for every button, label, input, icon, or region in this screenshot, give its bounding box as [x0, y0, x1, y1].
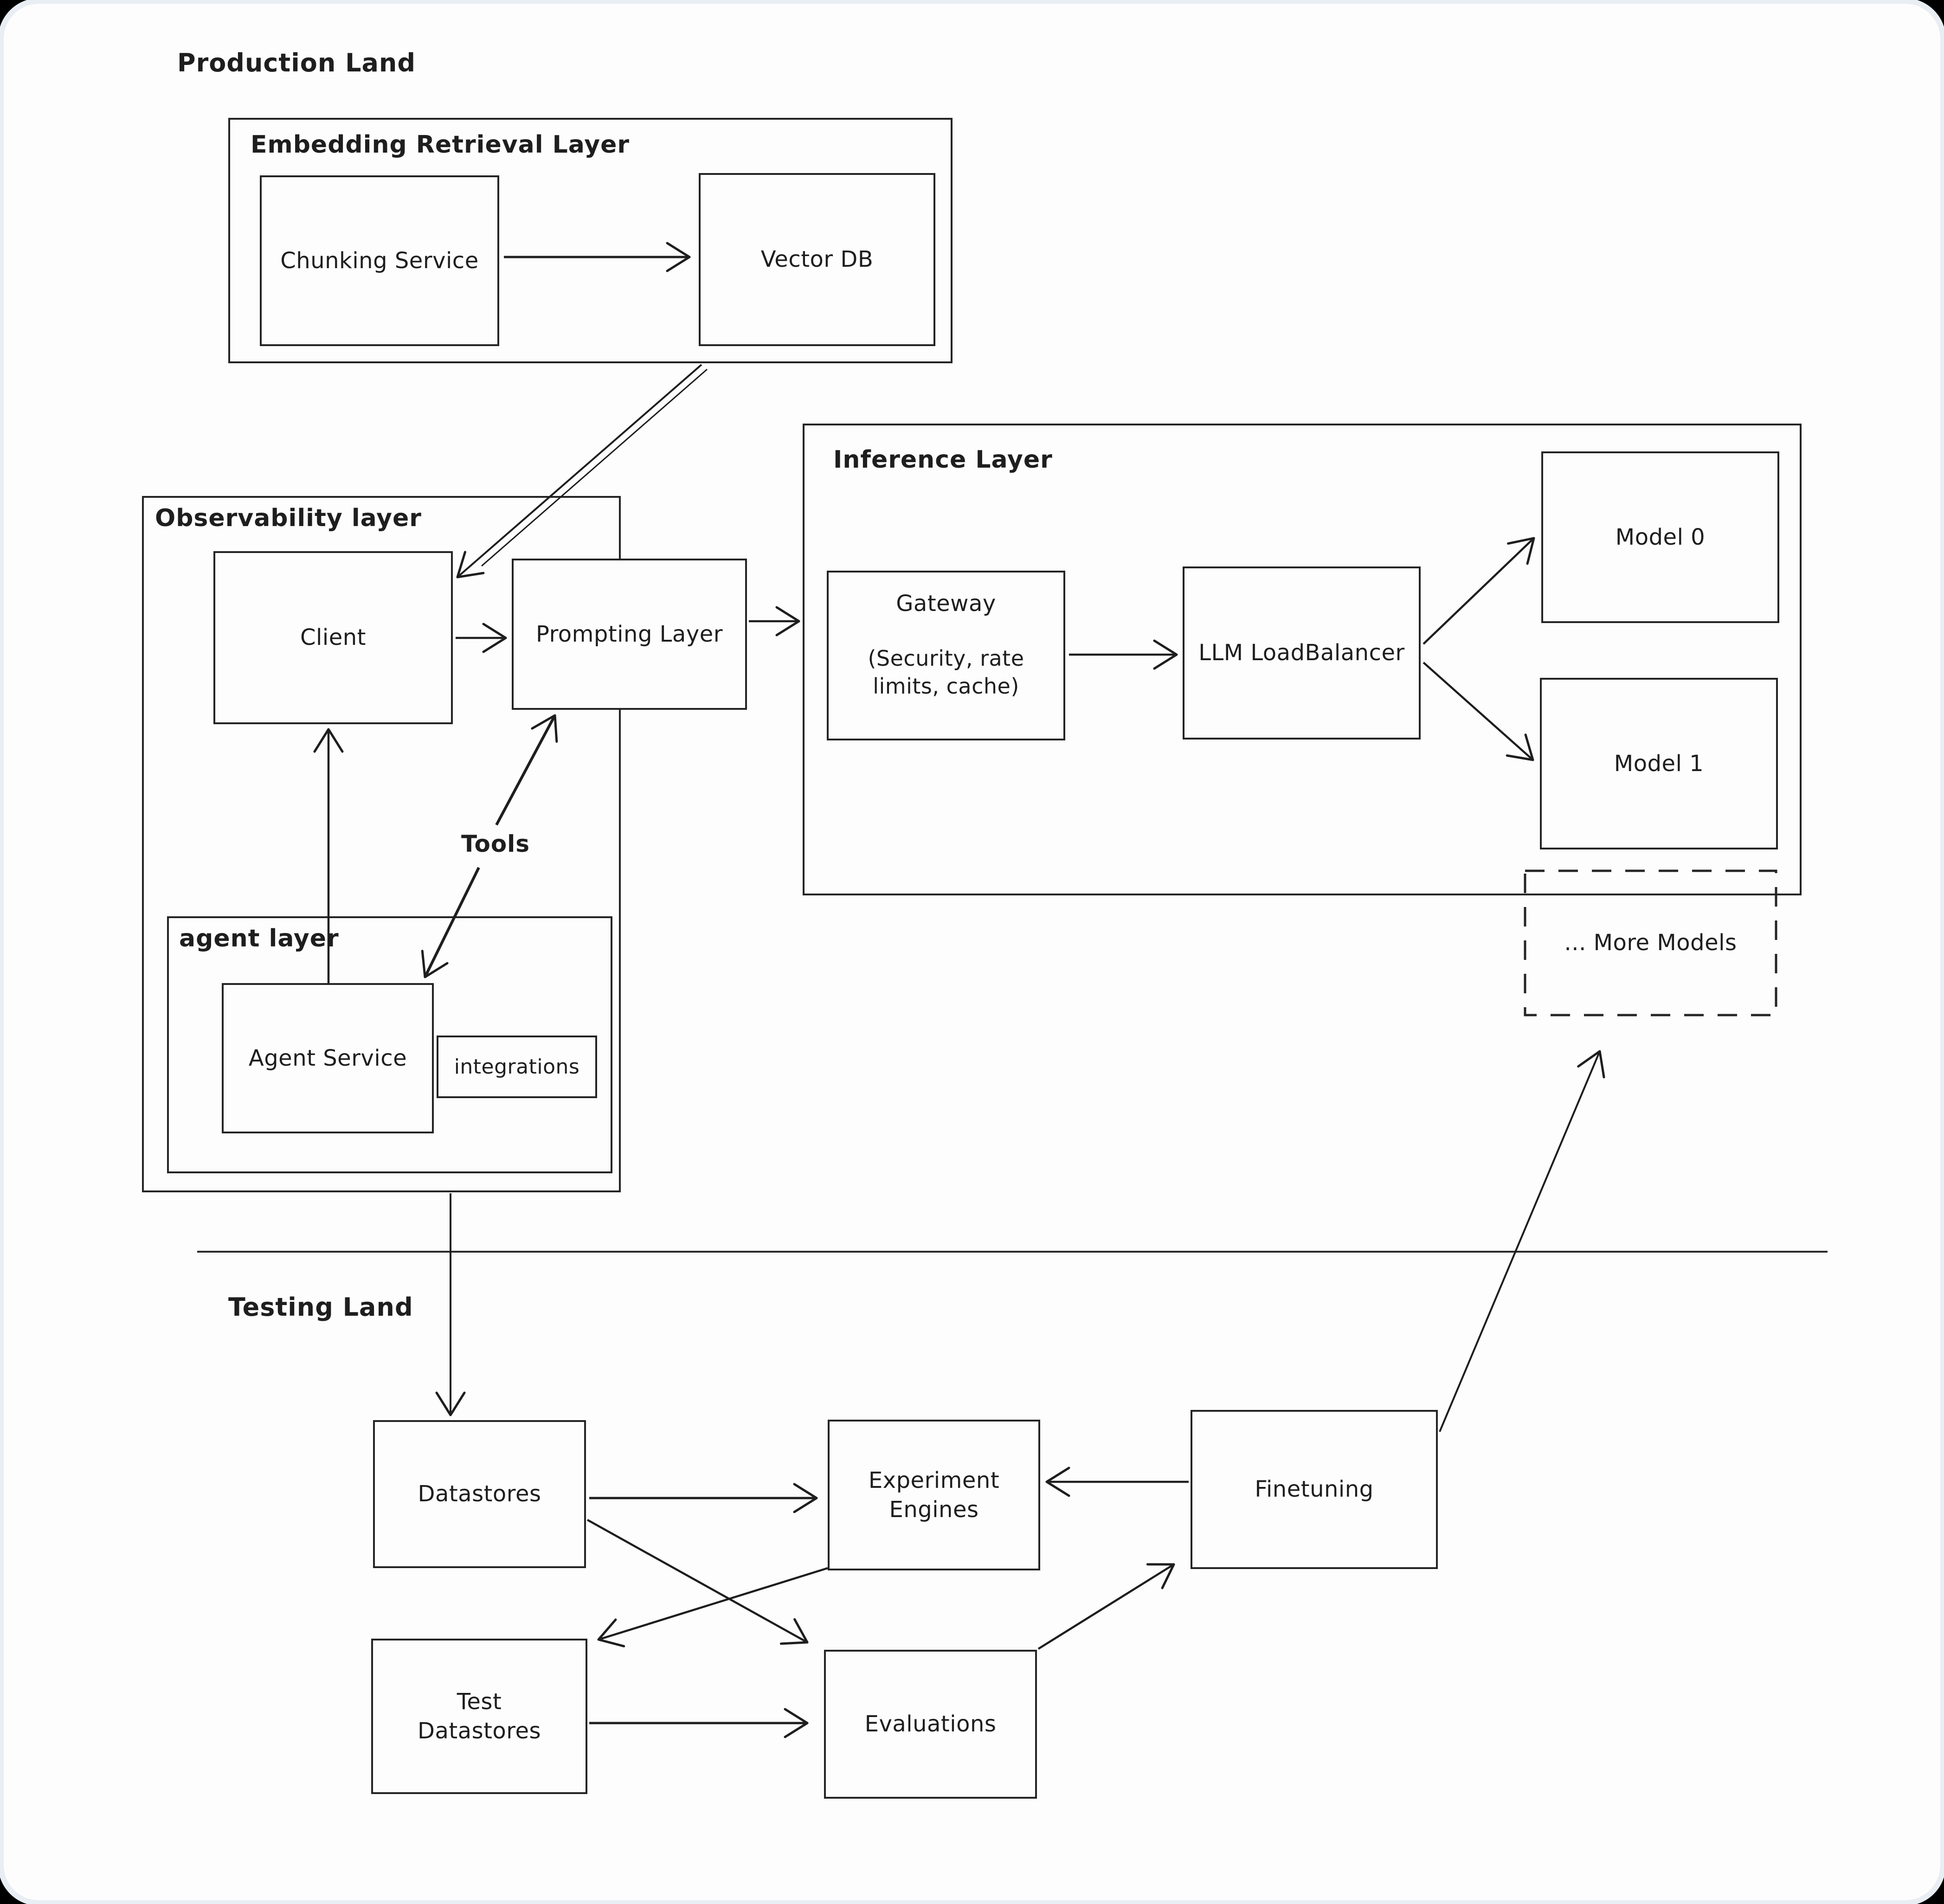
more-models-dashed-box[interactable]	[1524, 869, 1777, 1016]
node-prompting-layer[interactable]: Prompting Layer	[512, 559, 747, 710]
prompting-layer-label: Prompting Layer	[535, 621, 723, 647]
edge-experiment-to-testdatastores[interactable]	[597, 1567, 828, 1647]
gateway-label: Gateway	[896, 591, 996, 617]
node-finetuning[interactable]: Finetuning	[1191, 1410, 1438, 1569]
vector-db-label: Vector DB	[760, 246, 874, 273]
node-chunking-service[interactable]: Chunking Service	[260, 175, 499, 346]
edge-finetuning-to-moremodels[interactable]	[1439, 1050, 1605, 1432]
node-integrations[interactable]: integrations	[437, 1036, 597, 1098]
client-label: Client	[300, 624, 366, 651]
finetuning-label: Finetuning	[1255, 1476, 1374, 1503]
edge-llmlb-to-model1[interactable]	[1423, 662, 1534, 761]
whiteboard-canvas[interactable]: Production Land Testing Land Embedding R…	[4, 4, 1940, 1900]
test-datastores-label: Test Datastores	[417, 1689, 541, 1744]
edges-layer	[197, 242, 1828, 1738]
agent-layer-group[interactable]: agent layer	[167, 916, 612, 1173]
node-model-0[interactable]: Model 0	[1541, 451, 1779, 623]
node-test-datastores[interactable]: Test Datastores	[371, 1639, 587, 1794]
edge-tools-upper[interactable]	[495, 714, 558, 826]
chunking-service-label: Chunking Service	[280, 247, 479, 274]
node-evaluations[interactable]: Evaluations	[824, 1650, 1037, 1799]
integrations-label: integrations	[454, 1055, 580, 1079]
edge-evaluations-to-finetuning[interactable]	[1037, 1563, 1175, 1650]
node-llm-loadbalancer[interactable]: LLM LoadBalancer	[1183, 566, 1421, 740]
node-more-models[interactable]: ... More Models	[1525, 871, 1776, 1015]
edge-embedding-to-client-sketch	[481, 368, 708, 567]
embedding-retrieval-layer-title: Embedding Retrieval Layer	[251, 131, 630, 159]
edge-datastores-to-evaluations[interactable]	[586, 1519, 809, 1645]
node-agent-service[interactable]: Agent Service	[222, 983, 434, 1133]
experiment-engines-label: Experiment Engines	[868, 1467, 1000, 1523]
agent-layer-title: agent layer	[179, 925, 339, 952]
node-datastores[interactable]: Datastores	[373, 1420, 586, 1568]
node-client[interactable]: Client	[213, 551, 453, 724]
inference-layer-group[interactable]: Inference Layer	[803, 424, 1802, 895]
datastores-label: Datastores	[418, 1481, 541, 1507]
edge-tools-lower[interactable]	[421, 867, 480, 978]
inference-layer-title: Inference Layer	[833, 446, 1053, 474]
testing-land-label: Testing Land	[228, 1293, 413, 1322]
edge-embedding-to-client[interactable]	[456, 364, 702, 579]
tools-edge-label: Tools	[461, 830, 530, 857]
observability-layer-group[interactable]: Observability layer	[142, 496, 621, 1192]
node-gateway[interactable]: Gateway (Security, rate limits, cache)	[827, 571, 1065, 740]
more-models-label: ... More Models	[1564, 930, 1737, 956]
node-vector-db[interactable]: Vector DB	[699, 173, 935, 346]
evaluations-label: Evaluations	[864, 1711, 997, 1737]
model-1-label: Model 1	[1614, 750, 1704, 777]
edge-llmlb-to-model0[interactable]	[1423, 537, 1535, 645]
node-model-1[interactable]: Model 1	[1540, 678, 1778, 849]
node-experiment-engines[interactable]: Experiment Engines	[828, 1420, 1040, 1570]
embedding-retrieval-layer-group[interactable]: Embedding Retrieval Layer	[228, 118, 953, 363]
production-land-label: Production Land	[177, 48, 416, 77]
observability-layer-title: Observability layer	[155, 504, 422, 532]
gateway-sublabel: (Security, rate limits, cache)	[868, 646, 1024, 699]
agent-service-label: Agent Service	[248, 1045, 407, 1071]
llm-loadbalancer-label: LLM LoadBalancer	[1198, 640, 1405, 666]
model-0-label: Model 0	[1615, 524, 1706, 550]
